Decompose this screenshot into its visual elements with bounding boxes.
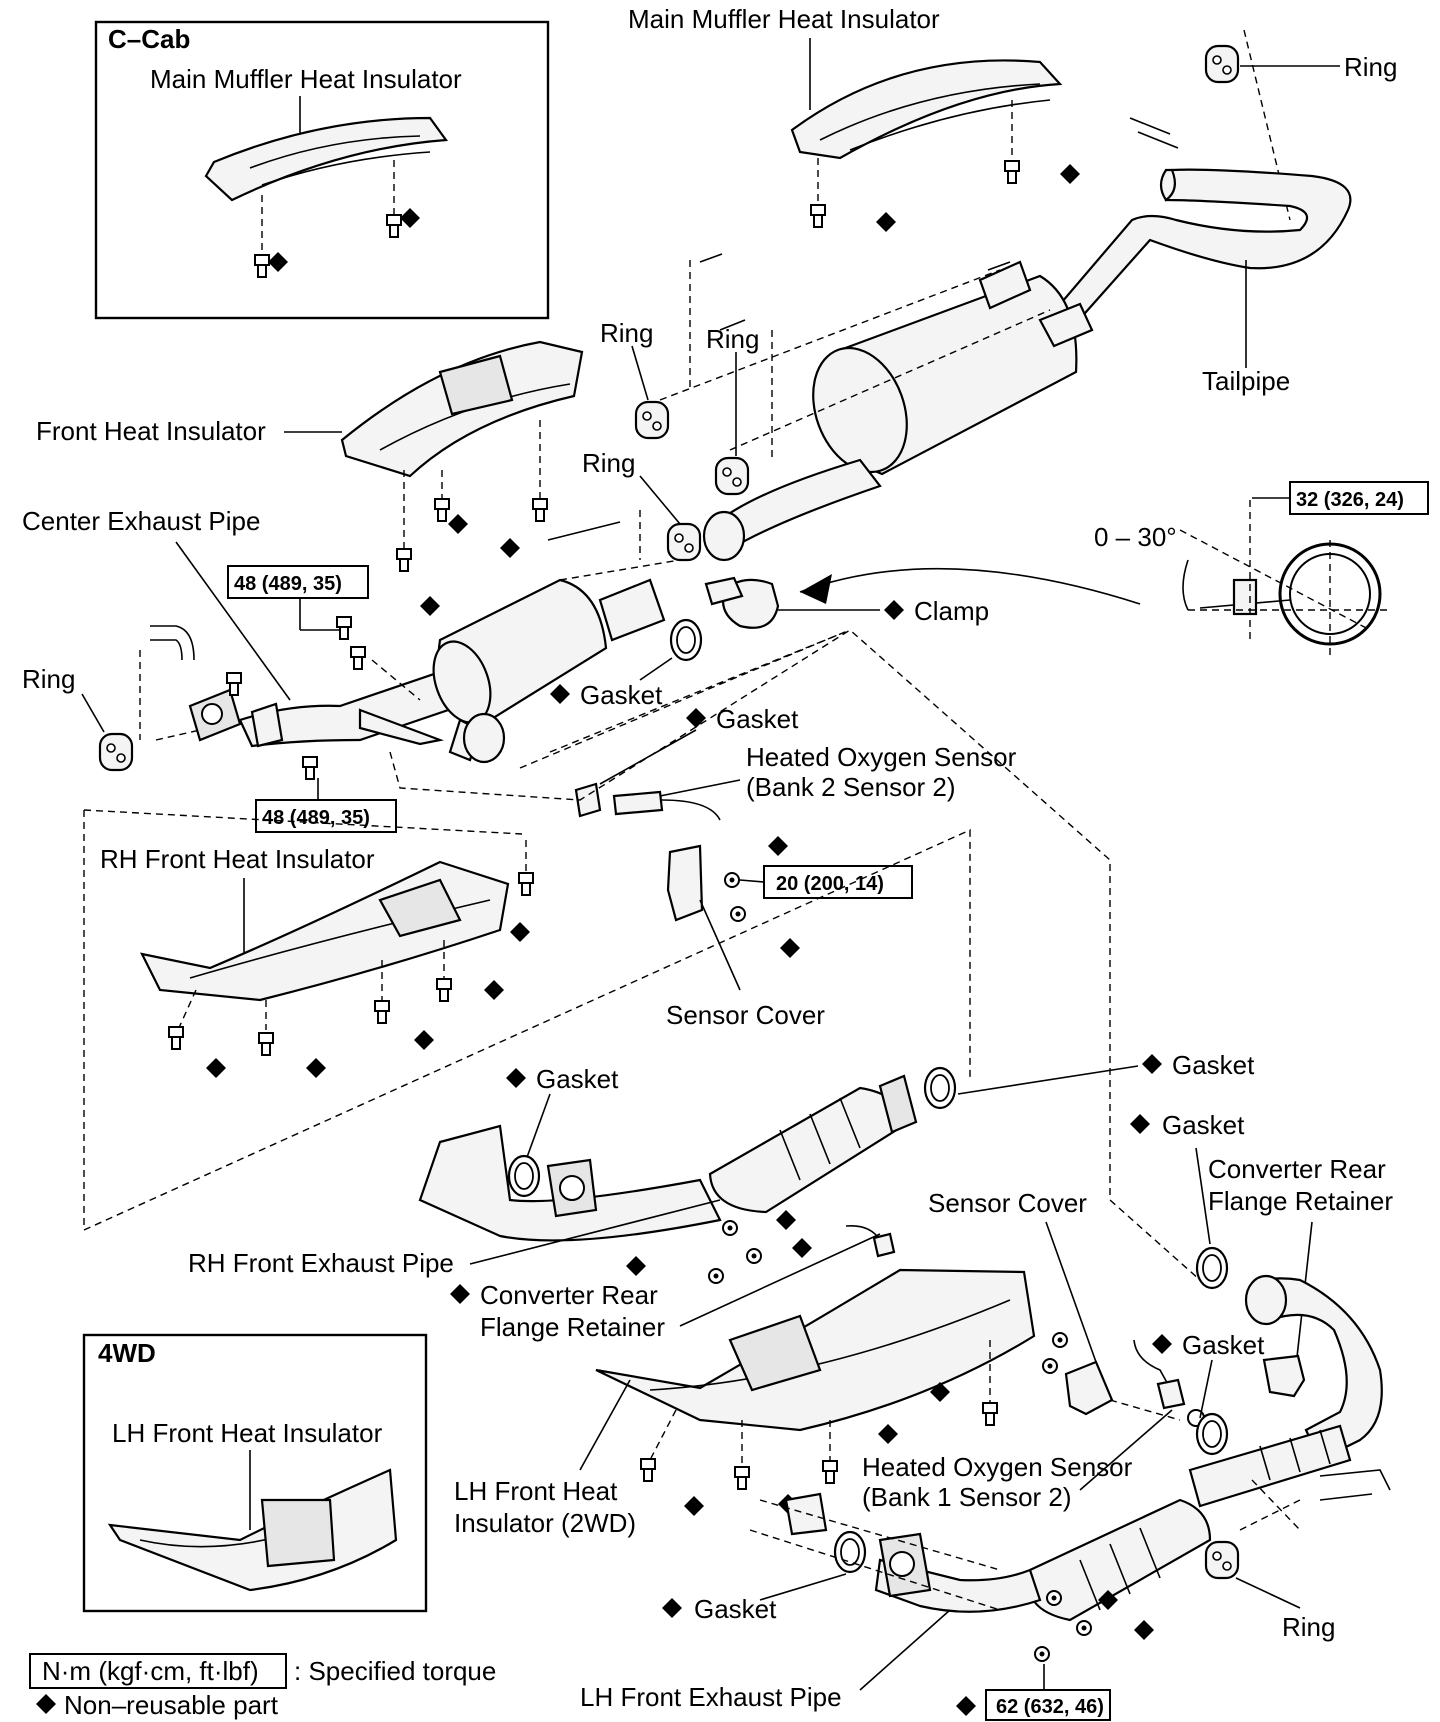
angle-label: 0 – 30° [1094, 522, 1177, 552]
sensor-cover-mid-label: Sensor Cover [666, 1000, 825, 1030]
rh-front-heat-insulator [140, 860, 510, 1002]
lh-front-heat-insulator-label: LH Front Heat Insulator [112, 1418, 383, 1448]
gasket-right-label: Gasket [1172, 1050, 1255, 1080]
heated-oxygen-sensor-b2-line2: (Bank 2 Sensor 2) [746, 772, 956, 802]
wd4-title: 4WD [98, 1338, 156, 1368]
center-exhaust-pipe-label: Center Exhaust Pipe [22, 506, 260, 536]
legend-torque-unit: N·m (kgf·cm, ft·lbf) [42, 1656, 259, 1686]
sensor-cover-lower-label: Sensor Cover [928, 1188, 1087, 1218]
heated-oxygen-sensor-b2-line1: Heated Oxygen Sensor [746, 742, 1017, 772]
front-heat-insulator-label: Front Heat Insulator [36, 416, 266, 446]
rh-front-heat-insulator-label: RH Front Heat Insulator [100, 844, 375, 874]
rh-catalytic-converter [708, 1086, 908, 1214]
heated-oxygen-sensor-bank2 [612, 790, 664, 816]
sensor-cover-lower [1064, 1360, 1114, 1416]
gasket-rh-front-label: Gasket [536, 1064, 619, 1094]
ccab-inset: C–Cab Main Muffler Heat Insulator [94, 20, 550, 320]
lh-front-heat-insulator-2wd-1: LH Front Heat [454, 1476, 618, 1506]
lh-front-heat-insulator-2wd [595, 1268, 1036, 1432]
rh-front-exhaust-pipe [418, 1124, 722, 1242]
gasket-sensor-label: Gasket [716, 704, 799, 734]
legend: N·m (kgf·cm, ft·lbf) : Specified torque … [29, 1653, 496, 1720]
ccab-main-muffler-heat-insulator [204, 116, 449, 202]
ccab-title: C–Cab [108, 24, 190, 54]
converter-rear-flange-retainer-left-2: Flange Retainer [480, 1312, 665, 1342]
center-pipe-lower-torque: 48 (489, 35) [262, 807, 370, 829]
lh-front-heat-insulator-2wd-2: Insulator (2WD) [454, 1508, 636, 1538]
sensor-cover-mid [666, 844, 704, 922]
converter-rear-flange-retainer-right-2: Flange Retainer [1208, 1186, 1393, 1216]
heated-oxygen-sensor-bank1 [1156, 1378, 1186, 1410]
ring-left-1-label: Ring [600, 318, 653, 348]
clamp-label: Clamp [914, 596, 989, 626]
rh-front-exhaust-pipe-label: RH Front Exhaust Pipe [188, 1248, 454, 1278]
converter-rear-flange-retainer-right-1: Converter Rear [1208, 1154, 1386, 1184]
lh-front-heat-insulator-4wd [107, 1468, 398, 1592]
lh-front-exhaust-pipe-label: LH Front Exhaust Pipe [580, 1682, 842, 1712]
main-muffler-heat-insulator [790, 59, 1063, 160]
main-muffler-heat-insulator-label: Main Muffler Heat Insulator [628, 4, 940, 34]
gasket-lower-right-label: Gasket [1182, 1330, 1265, 1360]
ccab-main-muffler-heat-insulator-label: Main Muffler Heat Insulator [150, 64, 462, 94]
legend-torque-text: : Specified torque [294, 1656, 496, 1686]
sensor-cover-nut-torque: 20 (200, 14) [776, 873, 884, 895]
gasket-right-2-label: Gasket [1162, 1110, 1245, 1140]
ring-mid-label: Ring [582, 448, 635, 478]
ring-top-right-label: Ring [1344, 52, 1397, 82]
ring-far-left-label: Ring [22, 664, 75, 694]
gasket-center-label: Gasket [580, 680, 663, 710]
converter-rear-flange-retainer-left-1: Converter Rear [480, 1280, 658, 1310]
ring-left-2-label: Ring [706, 324, 759, 354]
lh-front-exhaust-pipe [1252, 1277, 1383, 1462]
heated-oxygen-sensor-b1-line1: Heated Oxygen Sensor [862, 1452, 1133, 1482]
ring-bottom-right-label: Ring [1282, 1612, 1335, 1642]
legend-nonreusable-text: Non–reusable part [64, 1690, 279, 1720]
tailpipe-label: Tailpipe [1202, 366, 1290, 396]
heated-oxygen-sensor-b1-line2: (Bank 1 Sensor 2) [862, 1482, 1072, 1512]
tailpipe [1048, 168, 1352, 332]
clamp-bolt-torque: 32 (326, 24) [1296, 489, 1404, 511]
center-pipe-upper-torque: 48 (489, 35) [234, 573, 342, 595]
lh-front-pipe-torque: 62 (632, 46) [996, 1696, 1104, 1718]
wd4-inset: 4WD LH Front Heat Insulator [82, 1333, 428, 1613]
